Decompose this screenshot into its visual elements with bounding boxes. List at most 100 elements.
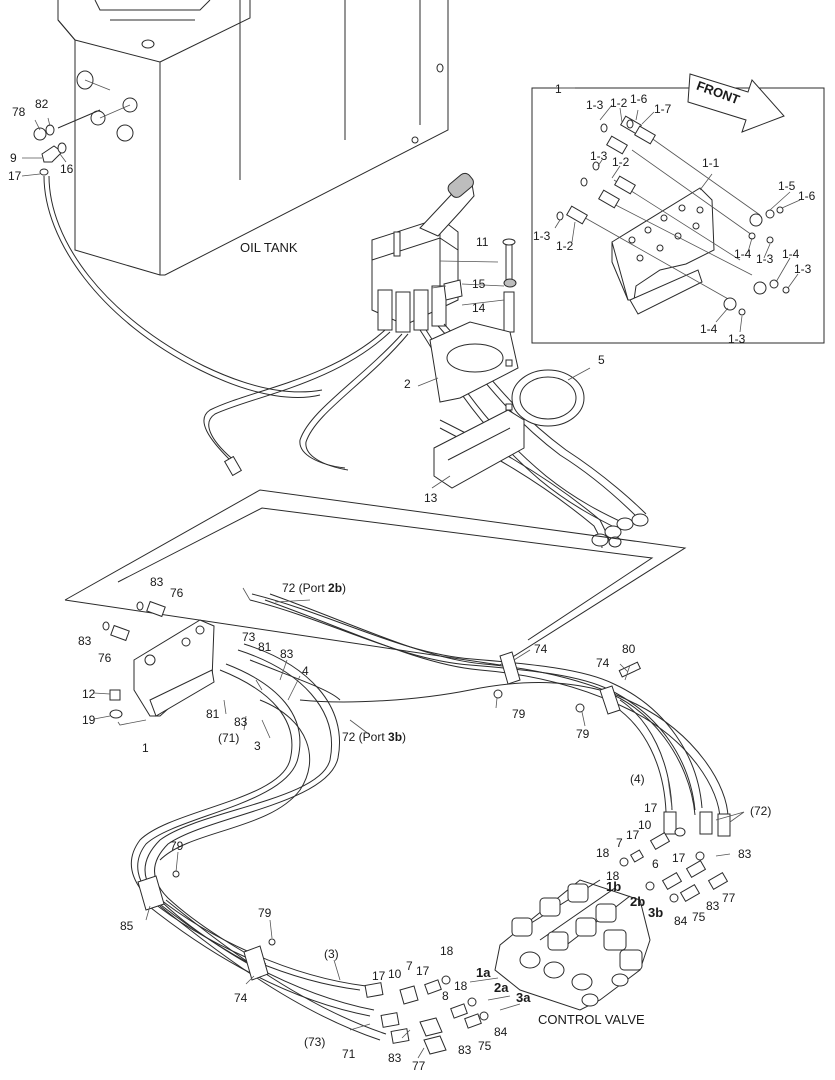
mid-74-a: 74 — [534, 642, 548, 656]
callout-1-top: 1 — [555, 82, 562, 96]
left-7: 7 — [406, 959, 413, 973]
callout-17: 17 — [8, 169, 22, 183]
callout-2: 2 — [404, 377, 411, 391]
detail-1-4-c: 1-4 — [700, 322, 718, 336]
right-83-a: 83 — [738, 847, 752, 861]
hose-72-port-3b-label: 72 (Port 3b) — [342, 730, 406, 744]
callout-15: 15 — [472, 277, 486, 291]
port-3a-label: 3a — [516, 990, 531, 1005]
mid-73: 73 — [242, 630, 256, 644]
joystick-valve — [371, 172, 475, 333]
left-17-b: 17 — [416, 964, 430, 978]
detail-1-3-f: 1-3 — [728, 332, 746, 346]
callout-16: 16 — [60, 162, 74, 176]
right-4-paren: (4) — [630, 772, 645, 786]
leader-lines — [145, 260, 745, 1059]
callout-14: 14 — [472, 301, 486, 315]
right-72-paren: (72) — [750, 804, 771, 818]
left-79-b: 79 — [258, 906, 272, 920]
detail-1-3-b: 1-3 — [590, 149, 608, 163]
detail-1-3-a: 1-3 — [586, 98, 604, 112]
callout-82: 82 — [35, 97, 49, 111]
mid-83-a: 83 — [150, 575, 164, 589]
callout-11: 11 — [476, 235, 489, 249]
mid-79-b: 79 — [576, 727, 590, 741]
mid-83-b: 83 — [78, 634, 92, 648]
left-79-a: 79 — [170, 839, 184, 853]
mid-4: 4 — [302, 664, 309, 678]
detail-1-6-b: 1-6 — [798, 189, 816, 203]
mid-83-c: 83 — [280, 647, 294, 661]
right-77: 77 — [722, 891, 736, 905]
port-1a-label: 1a — [476, 965, 491, 980]
mid-81-a: 81 — [258, 640, 272, 654]
oil-tank — [57, 0, 449, 276]
mid-12: 12 — [82, 687, 96, 701]
detail-1-2-a: 1-2 — [610, 96, 628, 110]
port-3b-label: 3b — [648, 905, 663, 920]
port-2b-label: 2b — [630, 894, 645, 909]
control-valve — [494, 879, 651, 1011]
right-6: 6 — [652, 857, 659, 871]
left-85: 85 — [120, 919, 134, 933]
right-84: 84 — [674, 914, 688, 928]
callout-labels: 7 8 82 9 17 16 OIL TANK 11 15 14 2 5 1 3 1… — [8, 78, 816, 1073]
oil-tank-label: OIL TANK — [240, 240, 298, 255]
left-73-paren: (73) — [304, 1035, 325, 1049]
left-17-a: 17 — [372, 969, 386, 983]
left-10: 10 — [388, 967, 402, 981]
right-75: 75 — [692, 910, 706, 924]
detail-1-4-a: 1-4 — [734, 247, 752, 261]
mid-81-b: 81 — [206, 707, 220, 721]
left-83-b: 83 — [388, 1051, 402, 1065]
joystick-hoses — [203, 323, 649, 549]
right-17-b: 17 — [626, 828, 640, 842]
middle-assembly — [64, 489, 687, 726]
detail-1-1: 1-1 — [702, 156, 720, 170]
detail-1-3-d: 1-3 — [756, 252, 774, 266]
left-77: 77 — [412, 1059, 426, 1073]
detail-1-4-b: 1-4 — [782, 247, 800, 261]
detail-inset — [531, 73, 825, 344]
left-18-b: 18 — [454, 979, 468, 993]
right-10-a: 10 — [638, 818, 652, 832]
mid-19: 19 — [82, 713, 96, 727]
right-end-fittings — [619, 811, 731, 903]
mid-71-paren: (71) — [218, 731, 239, 745]
left-8: 8 — [442, 989, 449, 1003]
right-17-a: 17 — [644, 801, 658, 815]
callout-9: 9 — [10, 151, 17, 165]
hose-72-port-2b-label: 72 (Port 2b) — [282, 581, 346, 595]
mid-80: 80 — [622, 642, 636, 656]
tank-return-fittings — [21, 109, 323, 398]
port-1b-label: 1b — [606, 879, 621, 894]
detail-1-3-e: 1-3 — [794, 262, 812, 276]
left-84: 84 — [494, 1025, 508, 1039]
left-74: 74 — [234, 991, 248, 1005]
detail-1-3-c: 1-3 — [533, 229, 551, 243]
mid-79-a: 79 — [512, 707, 526, 721]
left-end-fittings — [364, 975, 521, 1055]
right-83-b: 83 — [706, 899, 720, 913]
main-hose-bundle — [130, 593, 729, 1041]
mid-76-b: 76 — [98, 651, 112, 665]
mid-3: 3 — [254, 739, 261, 753]
right-18-a: 18 — [596, 846, 610, 860]
left-83-a: 83 — [458, 1043, 472, 1057]
mid-76-a: 76 — [170, 586, 184, 600]
detail-1-5: 1-5 — [778, 179, 796, 193]
detail-1-6-a: 1-6 — [630, 92, 648, 106]
left-75: 75 — [478, 1039, 492, 1053]
left-71: 71 — [342, 1047, 356, 1061]
mounting-parts — [429, 238, 585, 489]
callout-5: 5 — [598, 353, 605, 367]
mid-74-b: 74 — [596, 656, 610, 670]
right-7-a: 7 — [616, 836, 623, 850]
hose-clamps — [137, 651, 641, 981]
detail-1-2-c: 1-2 — [556, 239, 574, 253]
mid-83-d: 83 — [234, 715, 248, 729]
detail-1-2-b: 1-2 — [612, 155, 630, 169]
right-17-c: 17 — [672, 851, 686, 865]
